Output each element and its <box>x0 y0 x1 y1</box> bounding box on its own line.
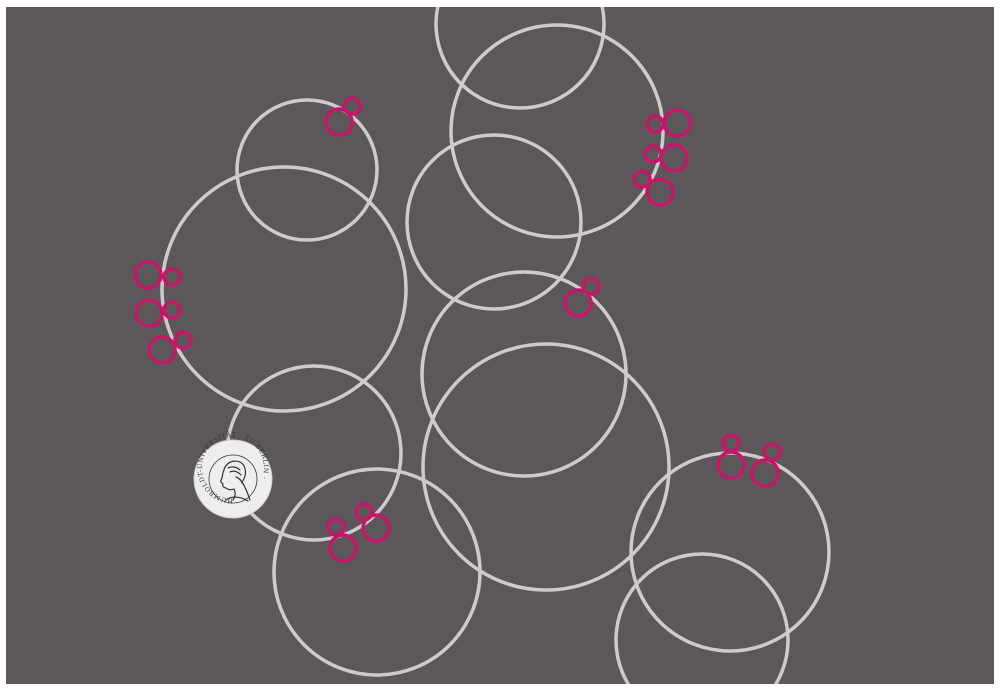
accent-ring <box>581 276 601 296</box>
accent-ring <box>762 442 782 462</box>
accent-ring <box>632 169 652 189</box>
accent-ring <box>645 177 675 207</box>
accent-ring <box>147 335 177 365</box>
accent-ring <box>563 288 593 318</box>
outline-circle <box>614 552 790 684</box>
outline-circle <box>235 98 379 242</box>
accent-ring <box>162 300 182 320</box>
accent-ring <box>173 330 193 350</box>
outline-circle <box>272 467 482 677</box>
accent-ring-clusters <box>133 96 782 563</box>
accent-ring <box>662 108 692 138</box>
humboldt-university-seal: HUMBOLDT-UNIVERSITÄT · ZU BERLIN · <box>193 432 273 519</box>
outline-circle <box>449 23 665 239</box>
accent-ring <box>162 267 182 287</box>
accent-ring <box>750 458 780 488</box>
accent-ring <box>326 517 346 537</box>
outline-circle <box>421 342 671 592</box>
outline-circle <box>405 133 583 311</box>
accent-ring <box>659 143 689 173</box>
accent-ring <box>324 107 354 137</box>
accent-ring <box>133 260 163 290</box>
accent-ring <box>328 533 358 563</box>
outline-circle <box>160 165 408 413</box>
gray-background <box>6 7 994 684</box>
accent-ring <box>361 513 391 543</box>
accent-ring <box>342 96 362 116</box>
outline-circle <box>434 7 606 110</box>
accent-ring <box>716 450 746 480</box>
seal-disc <box>193 439 273 519</box>
accent-ring <box>134 298 164 328</box>
portrait-icon <box>220 460 251 502</box>
seal-inner-ring <box>208 454 258 504</box>
